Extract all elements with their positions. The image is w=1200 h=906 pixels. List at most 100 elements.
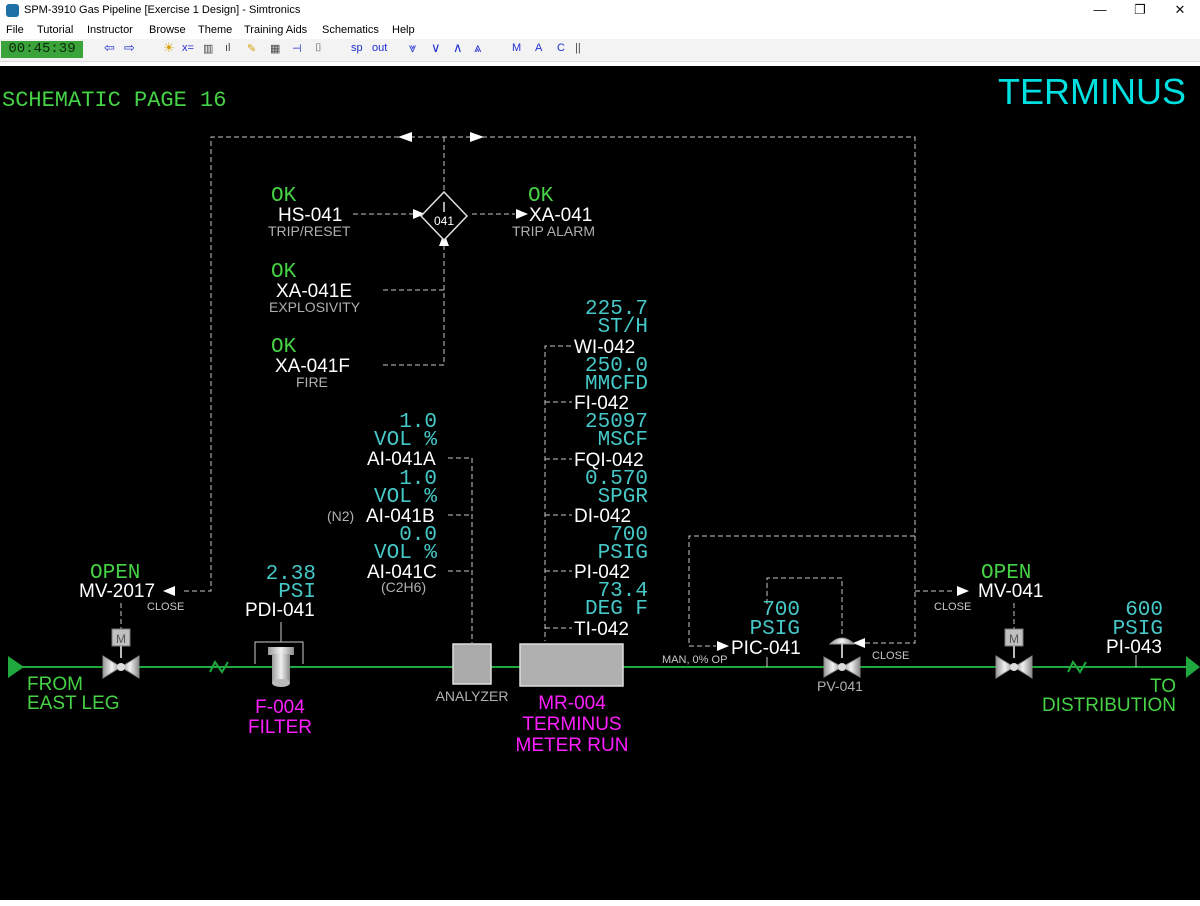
- pencil-icon[interactable]: ✎: [247, 43, 257, 55]
- xa041f-tag[interactable]: XA-041F: [275, 356, 350, 377]
- page-title: TERMINUS: [998, 71, 1186, 112]
- ai041a-tag[interactable]: AI-041A: [367, 449, 436, 470]
- trend-icon[interactable]: ıl: [225, 42, 231, 54]
- menu-browse[interactable]: Browse: [149, 24, 186, 36]
- schematic-svg: 041 M M: [2, 71, 1200, 756]
- up-icon[interactable]: ∧: [453, 40, 463, 55]
- pi043-tag[interactable]: PI-043: [1106, 637, 1162, 658]
- to-label-2: DISTRIBUTION: [1042, 695, 1176, 716]
- title-bar: SPM-3910 Gas Pipeline [Exercise 1 Design…: [0, 0, 1200, 22]
- app-icon: [6, 4, 19, 17]
- sim-clock: 00:45:39: [1, 41, 83, 58]
- pic041-value: 700: [762, 599, 800, 622]
- pic041-unit: PSIG: [750, 618, 800, 641]
- mv2017-tag[interactable]: MV-2017: [79, 581, 155, 602]
- pic041-tag[interactable]: PIC-041: [731, 638, 801, 659]
- outlet-arrow-icon: [1186, 656, 1200, 678]
- di042-tag[interactable]: DI-042: [574, 506, 631, 527]
- ai041a-unit: VOL %: [374, 429, 437, 452]
- out-button[interactable]: out: [372, 42, 388, 54]
- down-icon[interactable]: ∨: [431, 40, 441, 55]
- filter-label-1: F-004: [255, 697, 305, 718]
- bar-chart-icon[interactable]: ▥: [203, 43, 213, 55]
- menu-instructor[interactable]: Instructor: [87, 24, 133, 36]
- double-up-icon[interactable]: ⩓: [474, 40, 482, 55]
- cascade-mode-button[interactable]: C: [557, 42, 565, 54]
- menu-training-aids[interactable]: Training Aids: [244, 24, 308, 36]
- xa041-tag[interactable]: XA-041: [529, 205, 592, 226]
- mv2017-close-command[interactable]: CLOSE: [147, 601, 184, 613]
- chart-icon[interactable]: ⌷: [315, 42, 322, 54]
- xa041-desc: TRIP ALARM: [512, 223, 595, 239]
- mv041-tag[interactable]: MV-041: [978, 581, 1043, 602]
- ai041c-unit: VOL %: [374, 542, 437, 565]
- close-button[interactable]: ✕: [1174, 2, 1186, 17]
- toolbar-separator: ||: [575, 42, 581, 54]
- fqi042-value: 25097: [585, 411, 648, 434]
- meter-run-box[interactable]: [519, 643, 624, 687]
- flow-icon[interactable]: ⊣: [292, 43, 302, 55]
- mv-2017-valve[interactable]: M: [102, 628, 140, 679]
- ai041a-value: 1.0: [399, 411, 437, 434]
- xa041e-tag[interactable]: XA-041E: [276, 281, 352, 302]
- hs041-desc: TRIP/RESET: [268, 223, 351, 239]
- ai041b-value: 1.0: [399, 468, 437, 491]
- mv2017-status: OPEN: [90, 562, 140, 585]
- pi043-value: 600: [1125, 599, 1163, 622]
- wi042-tag[interactable]: WI-042: [574, 337, 635, 358]
- minimize-button[interactable]: —: [1093, 2, 1107, 17]
- hs041-tag[interactable]: HS-041: [278, 205, 342, 226]
- bottom-edge: [0, 900, 1200, 906]
- pi042-value: 700: [610, 524, 648, 547]
- manual-mode-button[interactable]: M: [512, 42, 522, 54]
- menu-help[interactable]: Help: [392, 24, 415, 36]
- sun-icon[interactable]: ☀: [163, 40, 175, 55]
- ti042-tag[interactable]: TI-042: [574, 619, 629, 640]
- page-label: SCHEMATIC PAGE 16: [2, 88, 226, 113]
- xa041f-desc: FIRE: [296, 374, 328, 390]
- inlet-arrow-icon: [8, 656, 24, 678]
- restore-button[interactable]: ❐: [1134, 2, 1146, 17]
- ti042-unit: DEG F: [585, 598, 648, 621]
- menu-schematics[interactable]: Schematics: [322, 24, 379, 36]
- analyzer-box[interactable]: [452, 643, 492, 685]
- double-down-icon[interactable]: ⩔: [409, 40, 417, 55]
- ai041b-tag[interactable]: AI-041B: [366, 506, 435, 527]
- from-label-2: EAST LEG: [27, 693, 120, 714]
- fi042-tag[interactable]: FI-042: [574, 393, 629, 414]
- forward-arrow-icon[interactable]: ⇨: [124, 40, 135, 55]
- meter-label-3: METER RUN: [516, 735, 629, 756]
- grid-icon[interactable]: ▦: [270, 43, 281, 55]
- menu-tutorial[interactable]: Tutorial: [37, 24, 74, 36]
- filter-f004[interactable]: [254, 622, 304, 687]
- fi042-unit: MMCFD: [585, 373, 648, 396]
- meter-label-2: TERMINUS: [522, 714, 621, 735]
- ai041c-note: (C2H6): [381, 579, 426, 595]
- ai041c-value: 0.0: [399, 524, 437, 547]
- back-arrow-icon[interactable]: ⇦: [104, 40, 115, 55]
- sp-button[interactable]: sp: [351, 42, 363, 54]
- pv-041-valve[interactable]: [823, 637, 861, 678]
- from-label-1: FROM: [27, 674, 83, 695]
- menu-file[interactable]: File: [6, 24, 24, 36]
- pv041-close-command[interactable]: CLOSE: [872, 650, 909, 662]
- signal-lines: [120, 136, 1015, 647]
- mv041-close-command[interactable]: CLOSE: [934, 601, 971, 613]
- wi042-value: 225.7: [585, 298, 648, 321]
- xeq-icon[interactable]: x=: [182, 42, 194, 54]
- pv041-tag[interactable]: PV-041: [817, 678, 863, 694]
- pi042-tag[interactable]: PI-042: [574, 562, 630, 583]
- motor-label: M: [116, 632, 126, 646]
- mv-041-valve[interactable]: M: [995, 628, 1033, 679]
- filter-label-2: FILTER: [248, 717, 312, 738]
- menu-theme[interactable]: Theme: [198, 24, 233, 36]
- fqi042-unit: MSCF: [598, 429, 648, 452]
- interlock-diamond[interactable]: 041: [419, 190, 469, 242]
- pdi041-tag[interactable]: PDI-041: [245, 600, 315, 621]
- fi042-value: 250.0: [585, 355, 648, 378]
- ti042-value: 73.4: [598, 580, 648, 603]
- auto-mode-button[interactable]: A: [535, 42, 543, 54]
- ai041c-tag[interactable]: AI-041C: [367, 562, 437, 583]
- fqi042-tag[interactable]: FQI-042: [574, 450, 644, 471]
- pi042-unit: PSIG: [598, 542, 648, 565]
